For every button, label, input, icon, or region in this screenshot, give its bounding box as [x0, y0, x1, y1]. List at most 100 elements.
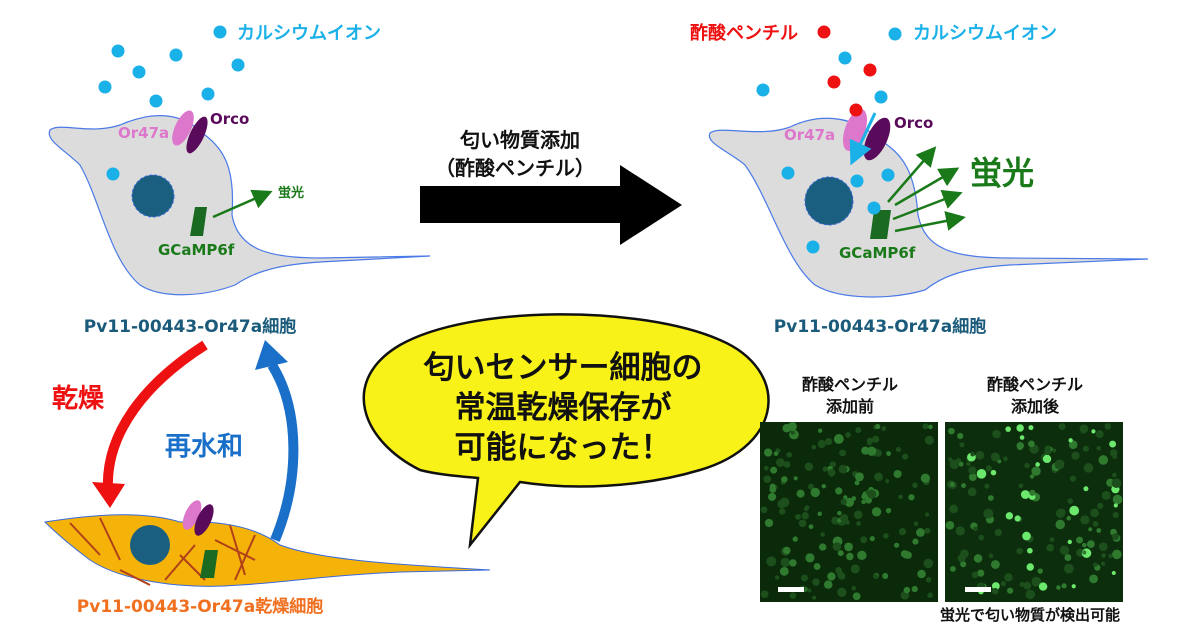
gcamp6f-label: GCaMP6f	[158, 241, 235, 259]
cell-spot	[913, 521, 919, 527]
cell-spot	[811, 444, 817, 450]
cell-spot	[924, 435, 934, 445]
cell-spot	[988, 553, 994, 559]
cell-spot	[967, 487, 977, 497]
cell-spot	[1058, 423, 1066, 430]
cell-spot	[925, 512, 930, 517]
cell-spot	[838, 464, 848, 474]
cell-spot	[777, 499, 786, 509]
cell-spot	[801, 512, 809, 520]
cell-spot	[923, 558, 934, 569]
cell-spot	[925, 576, 932, 583]
cell-spot	[819, 543, 827, 551]
cell-spot	[948, 427, 955, 435]
rehydrate-arrow-icon	[267, 362, 299, 542]
cell-spot	[1089, 574, 1098, 584]
cell-spot	[881, 426, 887, 431]
cell-spot	[1004, 573, 1013, 582]
cell-spot	[1057, 508, 1066, 517]
cell-spot	[805, 553, 815, 563]
cell-spot	[1104, 423, 1112, 430]
cell-spot	[1005, 512, 1014, 520]
calcium-ions	[98, 25, 245, 181]
cell-spot	[1111, 570, 1116, 575]
cell-spot	[1083, 486, 1089, 492]
cell-spot	[840, 514, 849, 523]
cell-spot	[1112, 549, 1122, 560]
cell-spot	[927, 592, 933, 598]
cell-spot	[854, 480, 860, 486]
cell-spot	[898, 494, 903, 500]
cell-spot	[1031, 466, 1041, 476]
cell-spot	[840, 498, 847, 505]
scale-bar	[778, 587, 804, 592]
bubble-line-1: 匂いセンサー細胞の	[423, 350, 703, 386]
calcium-legend-label: カルシウムイオン	[237, 23, 381, 44]
cell-spot	[856, 521, 861, 526]
cell-spot	[803, 506, 809, 512]
cell-spot	[973, 554, 983, 563]
cell-spot	[957, 432, 964, 440]
dry-arrow-icon	[102, 340, 208, 491]
cell-spot	[886, 451, 891, 456]
cell-spot	[991, 587, 999, 595]
cell-spot	[895, 447, 901, 452]
cell-spot	[769, 483, 776, 490]
cells-after	[945, 423, 1123, 600]
cell-spot	[790, 430, 795, 435]
cell-spot	[1019, 435, 1025, 440]
cell-spot	[949, 482, 955, 487]
orco-channel	[194, 504, 214, 536]
cell-spot	[781, 476, 788, 483]
cell-spot	[1028, 425, 1034, 431]
cell-spot	[1065, 564, 1070, 569]
cell-spot	[837, 510, 842, 516]
cell-spot	[779, 566, 789, 576]
cell-spot	[792, 536, 798, 542]
cell-spot	[902, 453, 909, 460]
cell-spot	[1082, 542, 1087, 548]
cell-spot	[1066, 515, 1072, 521]
cell-spot	[766, 556, 777, 567]
cell-spot	[817, 511, 822, 517]
cell-spot	[1096, 445, 1102, 451]
cell-spot	[874, 472, 883, 482]
cell-spot	[845, 432, 851, 438]
cell-spot	[801, 574, 808, 582]
cell-spot	[949, 504, 959, 514]
cell-spot	[901, 550, 911, 559]
cell-spot	[855, 472, 864, 482]
cell-spot	[1026, 563, 1034, 571]
cell-spot	[837, 587, 847, 597]
cell-spot	[818, 428, 823, 433]
cell-spot	[768, 492, 777, 501]
cell-spot	[924, 527, 931, 534]
cell-spot	[958, 461, 964, 467]
cell-spot	[1068, 438, 1073, 443]
cell-spot	[1016, 547, 1023, 555]
gcamp6f-sensor	[190, 207, 207, 236]
cell-spot	[1016, 424, 1024, 432]
nucleus	[130, 525, 170, 565]
cell-spot	[966, 461, 971, 467]
after-label-2: 添加後	[1011, 397, 1060, 416]
right-cell: 酢酸ペンチル カルシウムイオン Or47a Orco GCaMP6f 蛍光 Pv…	[690, 22, 1149, 337]
cell-spot	[912, 482, 918, 488]
cell-spot	[1095, 430, 1104, 439]
cell-spot	[1067, 498, 1074, 504]
dry-cycle: 乾燥 再水和	[52, 340, 299, 542]
cell-spot	[822, 466, 828, 472]
cell-spot	[873, 573, 879, 579]
nucleus	[804, 176, 854, 226]
cell-spot	[1071, 451, 1080, 460]
cell-spot	[1112, 533, 1119, 541]
or47a-label: Or47a	[118, 124, 169, 142]
cell-spot	[916, 528, 925, 537]
cell-spot	[1069, 475, 1077, 482]
cell-spot	[987, 495, 994, 501]
cell-spot	[827, 468, 836, 477]
cell-spot	[843, 495, 848, 500]
cell-spot	[839, 449, 847, 457]
cell-spot	[1098, 542, 1108, 552]
or47a-receptor	[172, 110, 194, 146]
